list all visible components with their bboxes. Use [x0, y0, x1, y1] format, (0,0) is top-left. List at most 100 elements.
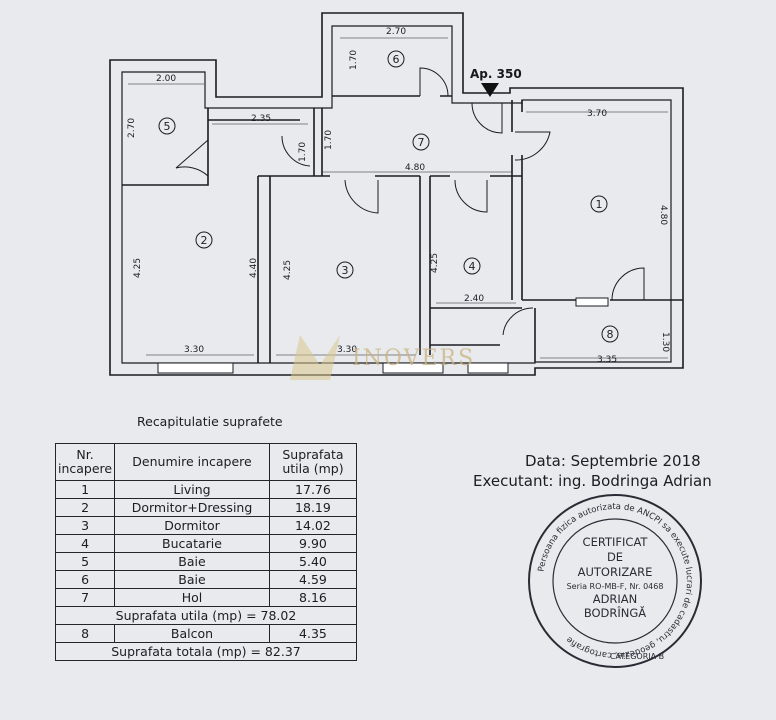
dim-corridor-width: 2.35	[251, 114, 271, 124]
dim-r8-width: 3.35	[597, 355, 617, 365]
useful-total-row: Suprafata utila (mp) = 78.02	[55, 606, 357, 625]
dim-r4-height: 4.25	[430, 253, 440, 273]
window-room-3	[382, 362, 444, 374]
door-room-6	[419, 67, 449, 97]
door-room-4	[454, 179, 488, 213]
room-number-4: 4	[469, 260, 476, 273]
dim-r8-height: 1.30	[660, 332, 670, 352]
wall-corridor	[208, 108, 323, 176]
dim-r5-width: 2.00	[156, 74, 176, 84]
date-text: Data: Septembrie 2018	[525, 452, 701, 470]
watermark-text: INOVERS	[352, 346, 475, 371]
cell-nr: 7	[54, 588, 116, 607]
stamp-name-2: BODRÎNGĂ	[584, 605, 646, 620]
apartment-marker-icon	[481, 83, 499, 97]
room-number-6: 6	[393, 53, 400, 66]
watermark-logo: INOVERS	[290, 335, 475, 380]
stamp-line-1: CERTIFICAT	[583, 535, 649, 549]
door-corridor	[281, 135, 311, 167]
dim-corridor-h1: 1.70	[298, 142, 308, 162]
cell-area: 5.40	[268, 552, 358, 571]
room-number-8: 8	[607, 328, 614, 341]
cell-nr: 1	[54, 480, 116, 499]
dim-r6-width: 2.70	[386, 27, 406, 37]
cell-nr: 4	[54, 534, 116, 553]
dim-r3-width: 3.30	[337, 345, 357, 355]
inner-wall-outline	[121, 25, 672, 364]
cell-area: 17.76	[268, 480, 358, 499]
header-area: Suprafata utila (mp)	[268, 443, 358, 481]
grand-total-row: Suprafata totala (mp) = 82.37	[55, 642, 357, 661]
door-room-3	[344, 179, 379, 214]
dim-r5-height: 2.70	[127, 118, 137, 138]
table-header-row: Nr. incapere Denumire incapere Suprafata…	[54, 443, 358, 481]
room-number-1: 1	[596, 198, 603, 211]
window-room-4	[467, 362, 509, 374]
cell-nr: 6	[54, 570, 116, 589]
dim-r4-width: 2.40	[464, 294, 484, 304]
wall-kitchen	[430, 299, 683, 346]
apartment-label: Ap. 350	[470, 67, 522, 81]
dim-r1-width: 3.70	[587, 109, 607, 119]
stamp-line-2: DE	[607, 550, 623, 564]
cell-name: Bucatarie	[114, 534, 270, 553]
stamp-serial: Seria RO-MB-F, Nr. 0468	[567, 582, 664, 591]
dim-r1-height: 4.80	[658, 205, 668, 225]
recap-title: Recapitulatie suprafete	[137, 414, 283, 429]
executant-text: Executant: ing. Bodringa Adrian	[473, 472, 712, 490]
cell-area: 4.35	[268, 624, 358, 643]
window-balcony	[575, 297, 609, 307]
outer-wall	[109, 12, 684, 376]
dim-r6-height: 1.70	[349, 50, 359, 70]
cell-area: 9.90	[268, 534, 358, 553]
dim-hol-width: 4.80	[405, 163, 425, 173]
recap-table: Nr. incapere Denumire incapere Suprafata…	[54, 443, 358, 661]
cell-name: Dormitor+Dressing	[114, 498, 270, 517]
cell-name: Hol	[114, 588, 270, 607]
floor-plan: Ap. 350 1 2 3 4 5 6 7 8 2.70 1.70 2.00 2…	[109, 12, 684, 380]
stamp-line-3: AUTORIZARE	[578, 565, 653, 579]
grand-total: Suprafata totala (mp) = 82.37	[55, 642, 357, 661]
dim-r2-height-right: 4.40	[249, 258, 259, 278]
room-number-5: 5	[164, 120, 171, 133]
cell-area: 14.02	[268, 516, 358, 535]
stamp-category: CATEGORIA B	[610, 652, 664, 661]
dim-r3-height: 4.25	[283, 260, 293, 280]
cell-area: 8.16	[268, 588, 358, 607]
wall-living	[511, 100, 523, 300]
cell-name: Living	[114, 480, 270, 499]
header-nr: Nr. incapere	[54, 443, 116, 481]
cell-area: 4.59	[268, 570, 358, 589]
door-entrance	[471, 102, 503, 134]
dim-corridor-h2: 1.70	[324, 130, 334, 150]
wall-hol-lower	[257, 175, 522, 363]
wall-room-5	[122, 108, 209, 186]
door-kitchen	[502, 307, 534, 336]
cell-nr: 8	[54, 624, 116, 643]
door-balcony	[611, 267, 645, 301]
cell-nr: 5	[54, 552, 116, 571]
dim-r2-height-left: 4.25	[133, 258, 143, 278]
room-number-7: 7	[418, 136, 425, 149]
stamp-ring-text: Persoana fizica autorizata de ANCPI sa e…	[537, 502, 694, 660]
cell-area: 18.19	[268, 498, 358, 517]
door-room-5	[175, 139, 209, 177]
dim-r2-width: 3.30	[184, 345, 204, 355]
door-living	[514, 131, 551, 161]
cell-name: Balcon	[114, 624, 270, 643]
useful-total: Suprafata utila (mp) = 78.02	[55, 606, 357, 625]
stamp-name-1: ADRIAN	[593, 592, 638, 606]
cell-nr: 2	[54, 498, 116, 517]
room-number-3: 3	[342, 264, 349, 277]
cell-name: Baie	[114, 570, 270, 589]
cell-name: Dormitor	[114, 516, 270, 535]
window-room-2	[157, 362, 234, 374]
authorization-stamp: Persoana fizica autorizata de ANCPI sa e…	[528, 494, 702, 668]
